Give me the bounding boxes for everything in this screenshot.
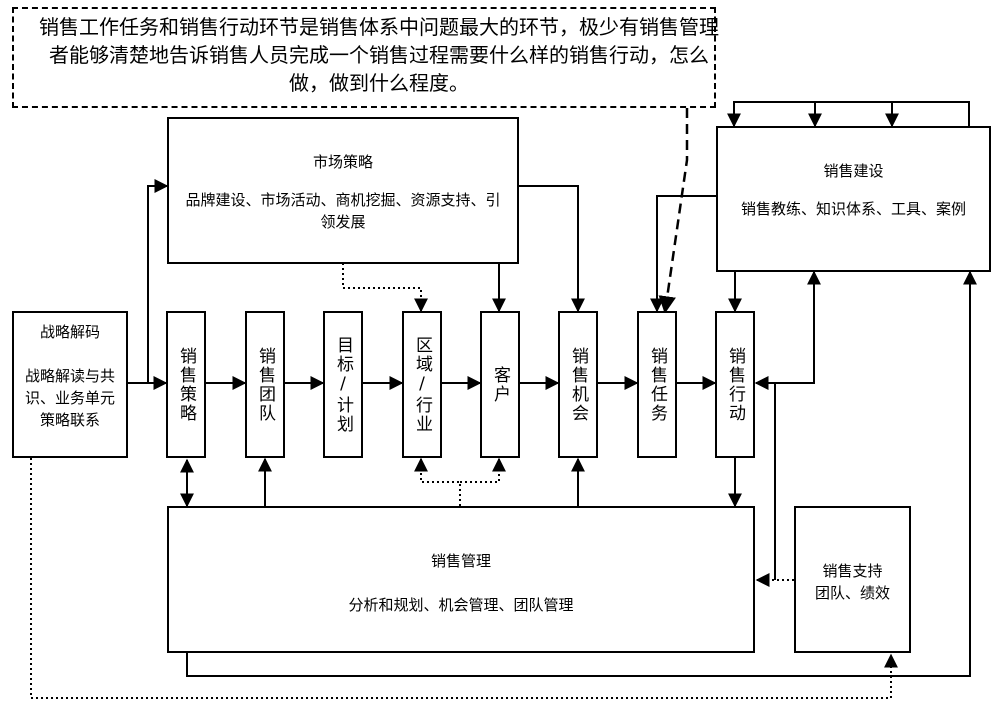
column-label: 目标/计划 (333, 335, 353, 434)
strategy-decode-title: 战略解码 (39, 323, 100, 341)
arrow-building-to-task (650, 195, 716, 313)
loop-management-to-building (186, 270, 977, 677)
sales-management-title: 销售管理 (430, 552, 491, 570)
column-sales-opportunity: 销售机会 (558, 311, 598, 458)
sales-building-desc: 销售教练、知识体系、工具、案例 (740, 200, 966, 218)
column-label: 客户 (490, 365, 510, 404)
callout-note: 销售工作任务和销售行动环节是销售体系中问题最大的环节，极少有销售管理者能够清楚地… (12, 7, 719, 108)
column-label: 区域/行业 (412, 335, 432, 434)
arrow-management-to-region-dotted (414, 457, 461, 506)
arrow-management-to-customer-dotted (460, 457, 506, 483)
column-sales-action: 销售行动 (715, 311, 755, 458)
arrow-market-to-region-dotted (342, 263, 428, 313)
column-target-plan: 目标/计划 (323, 311, 363, 458)
sales-support-title: 销售支持 (822, 562, 883, 580)
column-region-industry: 区域/行业 (402, 311, 442, 458)
strategy-decode-box: 战略解码 战略解读与共识、业务单元策略联系 (12, 311, 128, 458)
column-label: 销售团队 (255, 346, 275, 423)
sales-support-box: 销售支持 团队、绩效 (794, 506, 911, 653)
market-strategy-title: 市场策略 (312, 153, 373, 171)
sales-support-desc: 团队、绩效 (814, 584, 890, 602)
column-sales-team: 销售团队 (245, 311, 285, 458)
arrow-support-to-building (774, 270, 821, 580)
arrow-market-to-opportunity (518, 185, 585, 313)
arrow-decode-to-support-dotted (30, 458, 898, 699)
market-strategy-desc: 品牌建设、市场活动、商机挖掘、资源支持、引领发展 (185, 191, 501, 231)
sales-building-title: 销售建设 (823, 162, 884, 180)
column-label: 销售策略 (176, 346, 196, 423)
column-sales-task: 销售任务 (637, 311, 677, 458)
column-label: 销售任务 (647, 346, 667, 423)
sales-building-box: 销售建设 销售教练、知识体系、工具、案例 (716, 126, 991, 272)
sales-management-box: 销售管理 分析和规划、机会管理、团队管理 (167, 506, 755, 653)
market-strategy-box: 市场策略 品牌建设、市场活动、商机挖掘、资源支持、引领发展 (167, 117, 519, 264)
sales-management-desc: 分析和规划、机会管理、团队管理 (348, 596, 574, 614)
column-label: 销售机会 (568, 346, 588, 423)
loop-building-top (727, 101, 970, 128)
column-label: 销售行动 (725, 346, 745, 423)
strategy-decode-desc: 战略解读与共识、业务单元策略联系 (24, 367, 115, 429)
callout-text: 销售工作任务和销售行动环节是销售体系中问题最大的环节，极少有销售管理者能够清楚地… (39, 15, 719, 95)
column-customer: 客户 (480, 311, 520, 458)
column-sales-strategy: 销售策略 (166, 311, 206, 458)
callout-pointer (658, 108, 689, 314)
arrow-decode-to-market (147, 179, 169, 383)
